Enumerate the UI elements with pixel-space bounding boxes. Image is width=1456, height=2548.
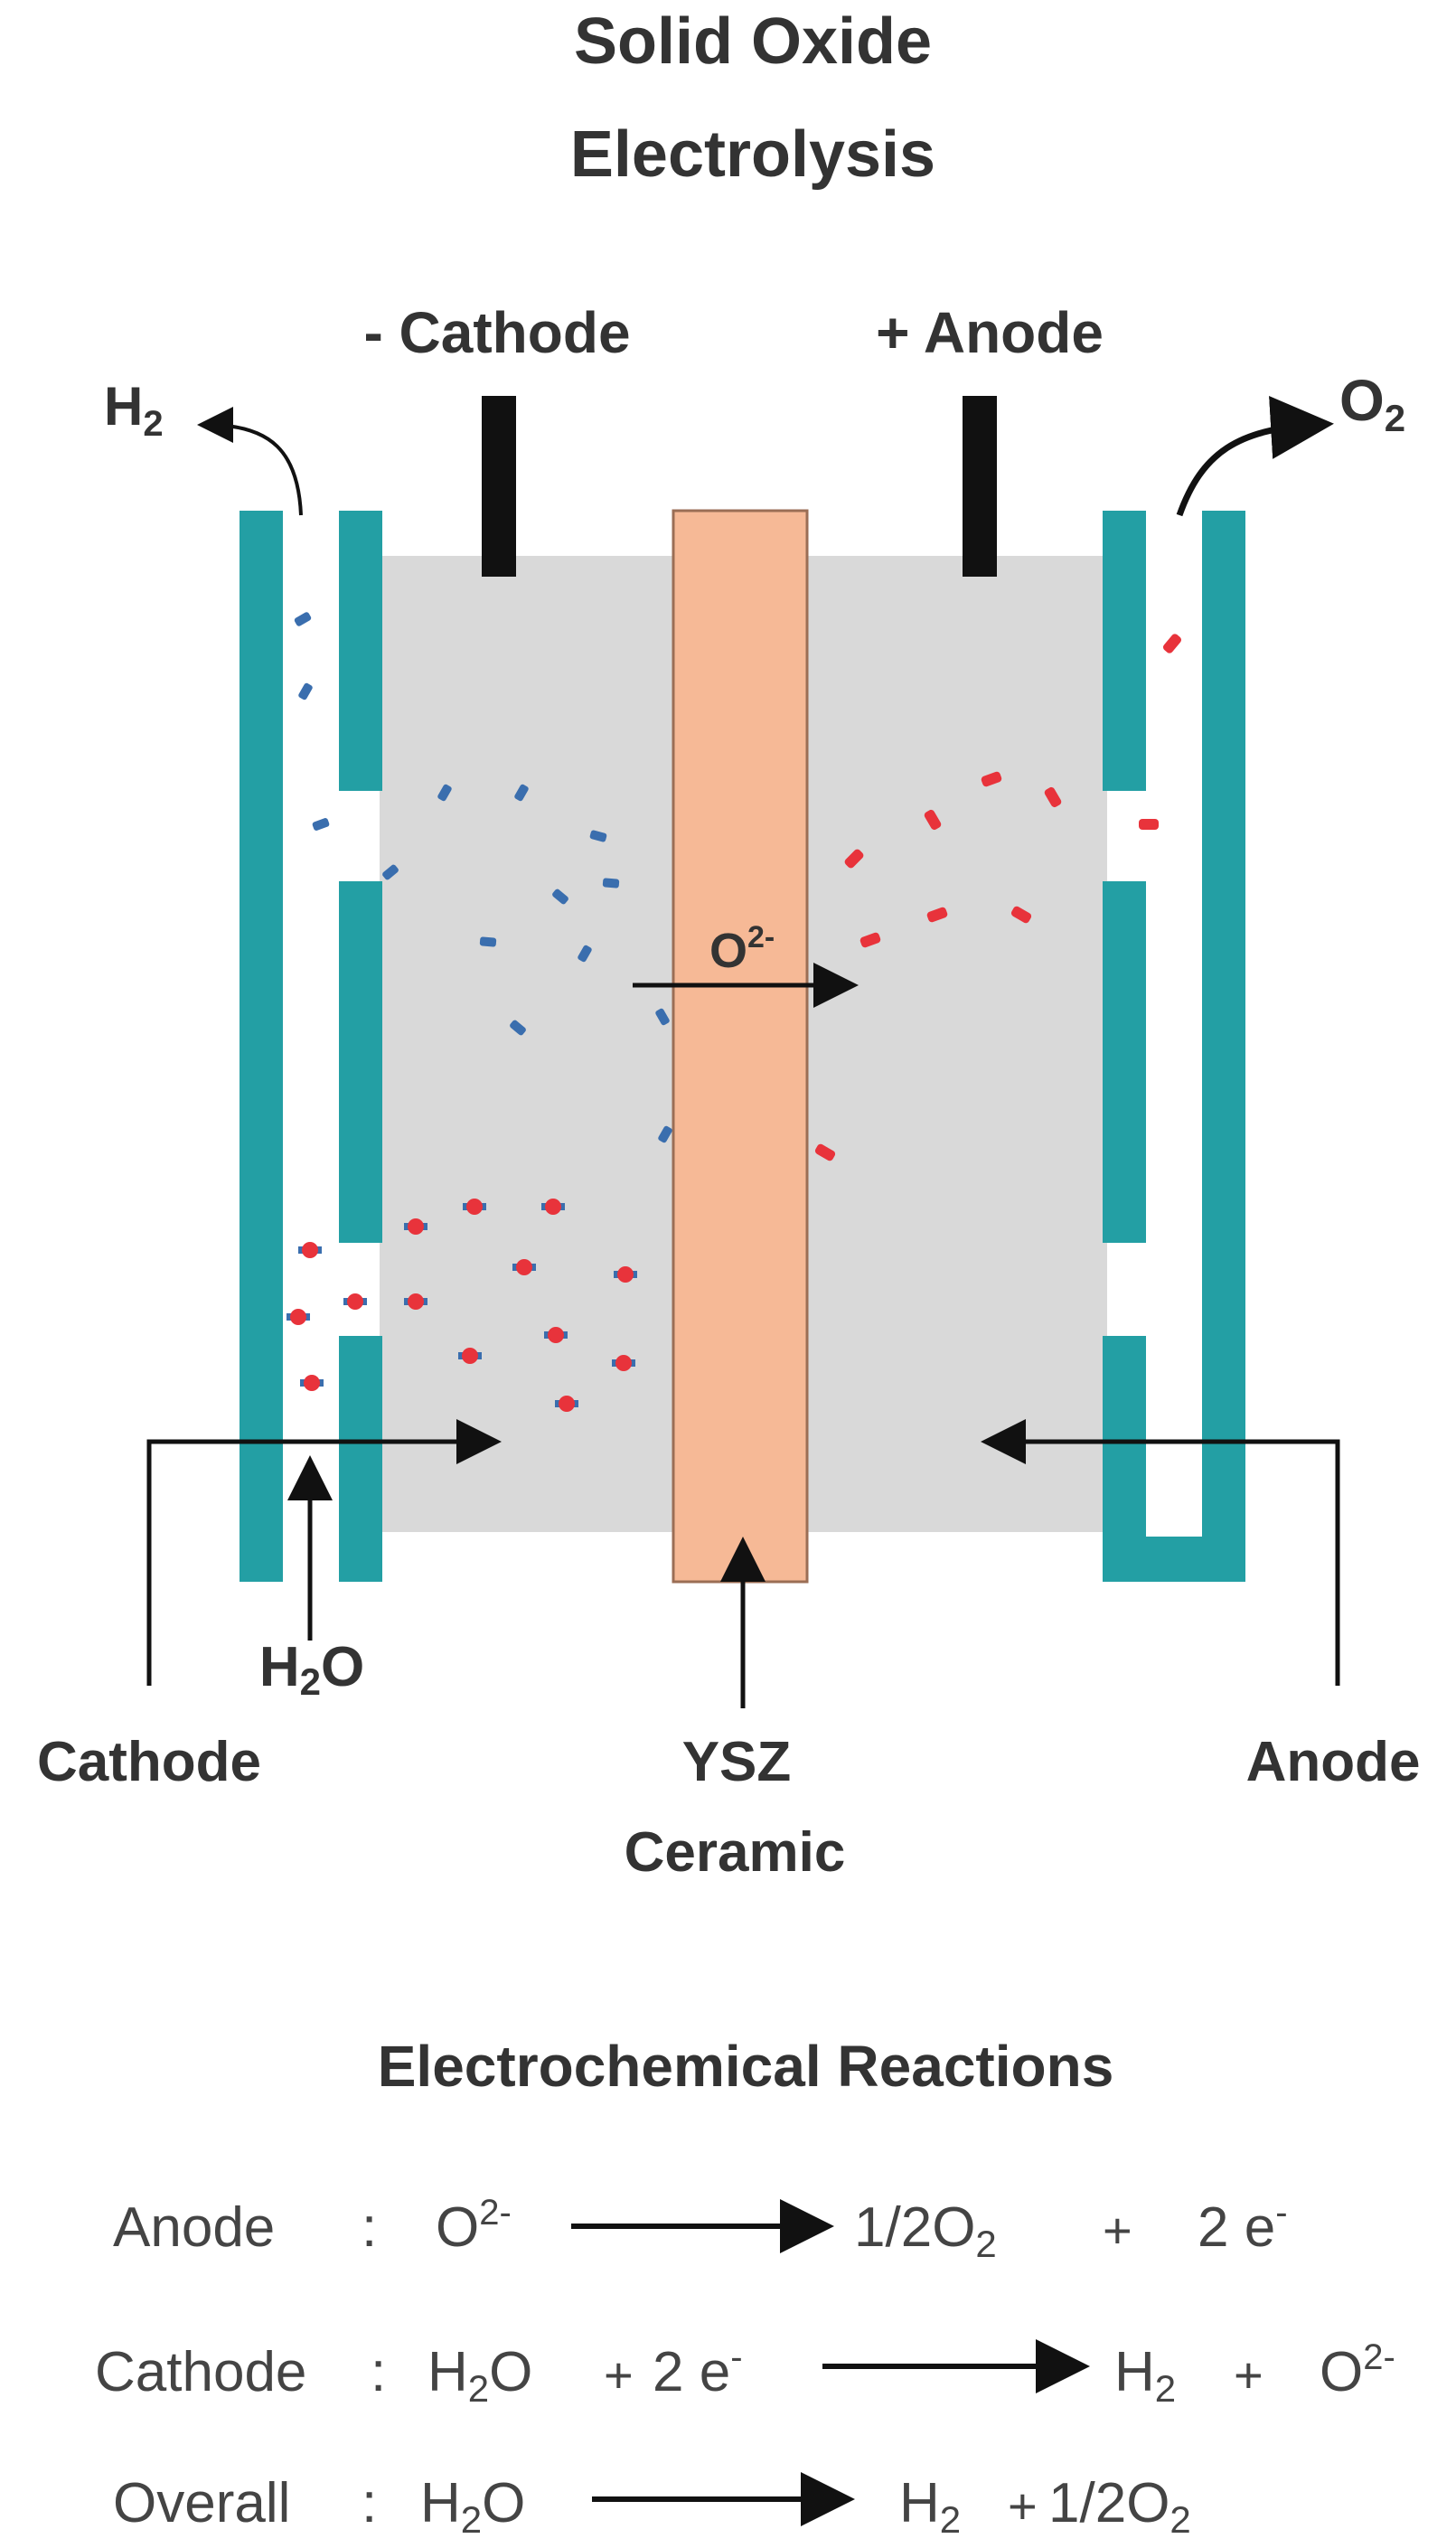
h2o-molecule [343,1293,367,1310]
cathode-inner-wall-bottom [339,1336,382,1582]
o2-molecule [844,849,864,869]
h2-molecule [552,889,568,905]
anode-channel-base [1103,1537,1245,1582]
o2-molecules [814,634,1182,1161]
cathode-reactant-1: H2O [427,2341,532,2410]
h2-molecule [382,864,399,880]
ysz-ceramic-plate [672,509,809,1584]
o2-molecule [860,932,881,948]
cathode-reaction: Cathode : H2O + 2 e- H2 + O2- [95,2337,1395,2410]
o2-molecule [814,1143,836,1161]
h2o-molecule [300,1375,324,1391]
title-line-2: Electrolysis [570,118,935,191]
anode-inner-wall-top [1103,511,1146,791]
o2-molecule [1139,819,1159,830]
cathode-inner-wall-mid [339,881,382,1243]
overall-product-1: H2 [899,2472,961,2541]
h2o-molecule [458,1348,482,1364]
o2-molecule [1010,906,1032,924]
title-line-1: Solid Oxide [574,5,932,78]
h2-exit-arrow-icon [197,407,303,516]
anode-plus: + [1103,2202,1132,2259]
cathode-inner-wall-top [339,511,382,791]
h2o-molecule [612,1355,635,1371]
cathode-product-2: O2- [1320,2337,1395,2403]
cathode-terminal-label: - Cathode [363,300,630,365]
h2o-molecule [298,1242,322,1258]
o2-exit-arrow-icon [1176,395,1334,517]
o2-molecule [1044,786,1062,808]
h2o-molecule [544,1327,568,1343]
overall-plus: + [1008,2477,1038,2534]
anode-terminal-post [963,396,997,577]
overall-reaction-sep: : [362,2472,377,2534]
anode-label: Anode [1246,1731,1421,1793]
h2-molecule [589,830,607,842]
h2o-label: H2O [259,1636,364,1703]
anode-reaction-sep: : [362,2196,377,2259]
cathode-terminal-post [482,396,516,577]
h2o-molecules [287,1199,637,1412]
h2-molecule [294,612,312,626]
h2o-molecule [287,1309,310,1325]
h2o-molecule [555,1396,578,1412]
h2o-molecule [404,1293,427,1310]
h2-label: H2 [104,376,164,444]
h2-molecule [479,936,497,947]
h2-molecule [658,1125,672,1143]
cathode-reactant-2: 2 e- [653,2337,743,2403]
h2-molecule [602,878,620,889]
anode-product-2: 2 e- [1198,2193,1288,2259]
reactions-heading: Electrochemical Reactions [378,2034,1114,2099]
overall-reaction-label: Overall [113,2472,290,2534]
h2-molecules [294,612,672,1143]
h2o-molecule [404,1218,427,1235]
anode-reaction-label: Anode [113,2196,275,2259]
anode-terminal-label: + Anode [876,300,1104,365]
h2o-molecule [541,1199,565,1215]
oxide-ion-label: O2- [709,920,775,978]
o2-molecule [1162,634,1182,653]
o2-molecule [926,907,948,923]
h2o-molecule [614,1266,637,1283]
h2-molecule [298,682,313,700]
cathode-reaction-sep: : [371,2341,386,2403]
h2-molecule [578,945,592,963]
anode-reaction: Anode : O2- 1/2O2 + 2 e- [113,2193,1288,2265]
anode-pointer-arrow-icon [981,1419,1340,1686]
o2-molecule [924,809,942,831]
cathode-plus-2: + [1234,2346,1263,2403]
cathode-label: Cathode [37,1731,261,1793]
cathode-outer-wall [240,511,283,1582]
cathode-pointer-arrow-icon [146,1419,502,1686]
overall-reactant: H2O [420,2472,525,2541]
o2-molecule [981,771,1002,787]
ceramic-label: Ceramic [625,1821,846,1884]
h2-molecule [312,818,330,831]
h2o-molecule [463,1199,486,1215]
o2-label: O2 [1339,368,1405,439]
h2-molecule [437,784,452,802]
anode-inner-wall-mid [1103,881,1146,1243]
anode-product-1: 1/2O2 [854,2196,997,2265]
h2-molecule [655,1008,670,1026]
ysz-label: YSZ [682,1731,792,1793]
overall-product-2: 1/2O2 [1048,2472,1191,2541]
anode-reactant: O2- [436,2193,512,2259]
h2o-molecule [512,1259,536,1275]
cathode-product-1: H2 [1114,2341,1176,2410]
cathode-reaction-label: Cathode [95,2341,306,2403]
h2-molecule [510,1020,526,1036]
h2-molecule [514,784,529,802]
cathode-plus-1: + [604,2346,634,2403]
overall-reaction: Overall : H2O H2 + 1/2O2 [113,2472,1191,2541]
anode-outer-wall [1202,511,1245,1582]
